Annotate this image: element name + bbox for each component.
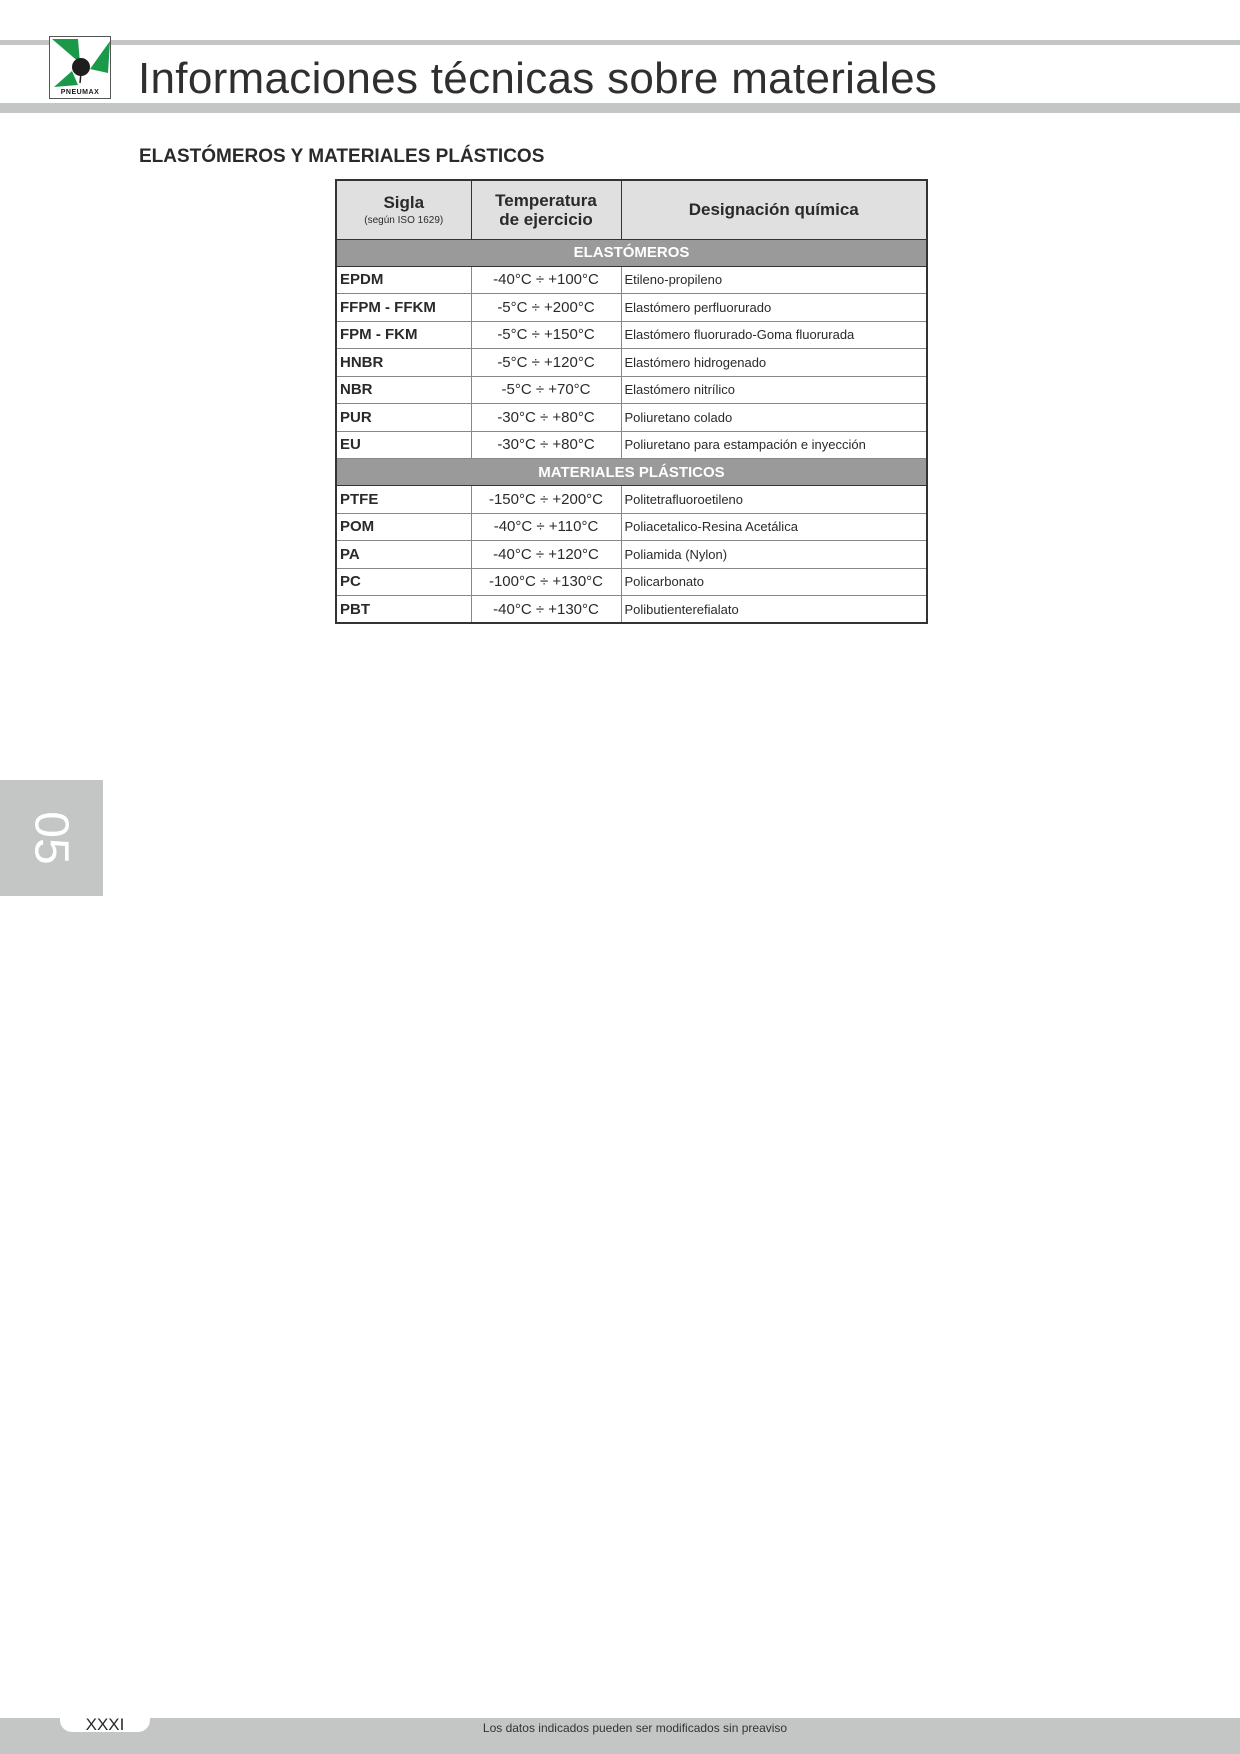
material-code: NBR bbox=[335, 375, 472, 404]
material-temperature: -5°C ÷ +120°C bbox=[470, 348, 622, 377]
material-temperature: -5°C ÷ +200°C bbox=[470, 293, 622, 322]
footer-bar bbox=[0, 1718, 1240, 1754]
material-designation: Poliamida (Nylon) bbox=[620, 540, 928, 569]
material-code: PC bbox=[335, 567, 472, 596]
material-temperature: -30°C ÷ +80°C bbox=[470, 430, 622, 459]
material-designation: Elastómero perfluorurado bbox=[620, 293, 928, 322]
material-code: POM bbox=[335, 512, 472, 541]
material-designation: Poliuretano para estampación e inyección bbox=[620, 430, 928, 459]
material-temperature: -100°C ÷ +130°C bbox=[470, 567, 622, 596]
material-temperature: -5°C ÷ +150°C bbox=[470, 320, 622, 349]
header-designacion: Designación química bbox=[620, 179, 928, 240]
section-title: ELASTÓMEROS Y MATERIALES PLÁSTICOS bbox=[139, 146, 545, 167]
page-title: Informaciones técnicas sobre materiales bbox=[138, 54, 938, 103]
material-temperature: -40°C ÷ +100°C bbox=[470, 265, 622, 294]
material-designation: Elastómero nitrílico bbox=[620, 375, 928, 404]
material-temperature: -5°C ÷ +70°C bbox=[470, 375, 622, 404]
material-code: PA bbox=[335, 540, 472, 569]
header-sigla-label: Sigla bbox=[383, 192, 425, 212]
material-code: FFPM - FFKM bbox=[335, 293, 472, 322]
materials-table: Sigla (según ISO 1629) Temperatura de ej… bbox=[335, 179, 928, 624]
logo-wordmark: PNEUMAX bbox=[60, 89, 100, 96]
logo-graphic bbox=[52, 39, 110, 87]
material-code: PUR bbox=[335, 403, 472, 432]
material-code: PTFE bbox=[335, 485, 472, 514]
brand-logo: PNEUMAX bbox=[49, 36, 111, 99]
footer-note: Los datos indicados pueden ser modificad… bbox=[482, 1721, 788, 1735]
material-code: PBT bbox=[335, 595, 472, 624]
material-designation: Etileno-propileno bbox=[620, 265, 928, 294]
material-designation: Policarbonato bbox=[620, 567, 928, 596]
header-bottom-rule bbox=[0, 103, 1240, 113]
material-code: HNBR bbox=[335, 348, 472, 377]
material-temperature: -40°C ÷ +120°C bbox=[470, 540, 622, 569]
header-sigla-sub: (según ISO 1629) bbox=[364, 214, 444, 226]
material-designation: Elastómero hidrogenado bbox=[620, 348, 928, 377]
header-temp-line1: Temperatura bbox=[495, 190, 597, 210]
chapter-tab: 05 bbox=[0, 780, 103, 896]
material-temperature: -40°C ÷ +110°C bbox=[470, 512, 622, 541]
header-temperatura: Temperatura de ejercicio bbox=[470, 179, 622, 240]
material-designation: Elastómero fluorurado-Goma fluorurada bbox=[620, 320, 928, 349]
material-code: FPM - FKM bbox=[335, 320, 472, 349]
group-title: ELASTÓMEROS bbox=[335, 238, 928, 267]
header-top-rule bbox=[0, 40, 1240, 45]
material-code: EU bbox=[335, 430, 472, 459]
group-header-row: MATERIALES PLÁSTICOS bbox=[335, 458, 928, 486]
page-number-tab bbox=[60, 1718, 150, 1732]
table-header-row: Sigla (según ISO 1629) Temperatura de ej… bbox=[335, 179, 928, 240]
header-temp-line2: de ejercicio bbox=[499, 209, 593, 229]
group-title: MATERIALES PLÁSTICOS bbox=[335, 458, 928, 486]
material-temperature: -40°C ÷ +130°C bbox=[470, 595, 622, 624]
page-number: XXXI bbox=[85, 1715, 125, 1734]
chapter-number: 05 bbox=[24, 811, 78, 865]
material-designation: Poliuretano colado bbox=[620, 403, 928, 432]
material-designation: Poliacetalico-Resina Acetálica bbox=[620, 512, 928, 541]
header-sigla: Sigla (según ISO 1629) bbox=[335, 179, 472, 240]
material-designation: Politetrafluoroetileno bbox=[620, 485, 928, 514]
material-designation: Polibutienterefialato bbox=[620, 595, 928, 624]
material-temperature: -150°C ÷ +200°C bbox=[470, 485, 622, 514]
group-header-row: ELASTÓMEROS bbox=[335, 238, 928, 267]
material-temperature: -30°C ÷ +80°C bbox=[470, 403, 622, 432]
material-code: EPDM bbox=[335, 265, 472, 294]
